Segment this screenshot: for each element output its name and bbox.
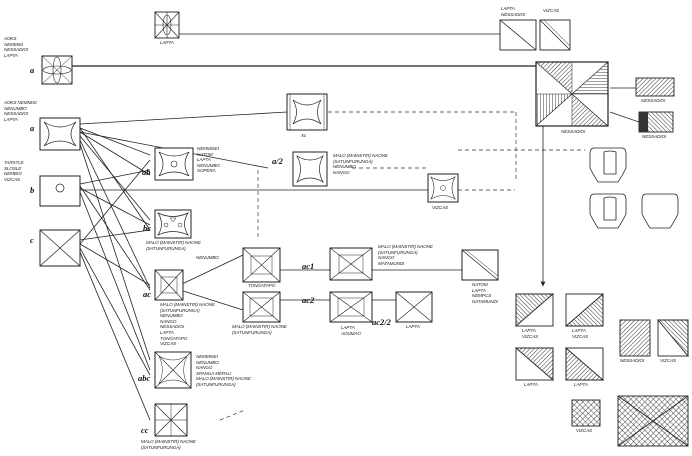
a2-mid-motif xyxy=(292,151,328,187)
top-center-label: LAPTA xyxy=(160,40,174,45)
ab-node-code: ab xyxy=(142,167,151,177)
top-right-motifs xyxy=(499,19,571,51)
ac2-2-motif xyxy=(395,291,433,323)
tl-group-code: a xyxy=(30,65,35,75)
top-left-motif xyxy=(41,55,73,85)
right-sq1-label: NESSADIOI xyxy=(641,98,666,103)
ac1-right-label: NATOM LAPTA NEMPCS NATAMUNDI xyxy=(472,282,498,304)
ac1-label: MALO (MAINSTIR) NAONE (SATUNFURUNGA) NAN… xyxy=(378,244,433,266)
ac2-code: ac2 xyxy=(302,295,315,305)
bc-extra-label: NENUMBO xyxy=(196,255,219,260)
ac1-code: ac1 xyxy=(302,261,315,271)
ac-node-code: ac xyxy=(143,289,152,299)
a-node-code: a xyxy=(30,123,35,133)
ac1-motif xyxy=(329,247,373,281)
ab-node-motif xyxy=(154,147,194,181)
xc-label: Xc xyxy=(301,133,307,138)
ac2-mid-label: LAPTA AOUMAO xyxy=(341,325,361,336)
ac2-label: MALO (MAINSTIR) NAONE (SATUNFURUNGA) xyxy=(232,324,287,335)
br-1-label: LAPTA VIZCAS xyxy=(522,328,538,339)
ab-node-label: NEMMISEI NATOM LAPTA NENUMBO SOPERA xyxy=(197,146,220,174)
bc-node-label: MALO (MAINSTIR) NAONE (SATUNFURUNGA) xyxy=(146,240,201,251)
b-node-motif xyxy=(39,175,81,207)
bottom-right-motifs xyxy=(514,293,689,447)
top-center-motif xyxy=(154,11,180,39)
br-2-label: LAPTA VIZCAS xyxy=(572,328,588,339)
ac1-right-motif xyxy=(461,249,499,281)
ac2-2-label: LAPTA xyxy=(406,324,420,329)
right-hatched-squares xyxy=(609,77,675,133)
ac-node-label: MALO (MAINSTIR) NAONE (SATUNFURUNGA) NEN… xyxy=(160,302,215,347)
a2-code: a/2 xyxy=(272,156,283,166)
a2-right-label: VIZCAS xyxy=(432,205,448,210)
cc-node-code: cc xyxy=(141,425,149,435)
br-5-label: NESSADIOI xyxy=(620,358,645,363)
ac2-center-motif xyxy=(242,291,281,323)
top-right-b-label: VIZCAS xyxy=(543,8,559,13)
ac-center-label: TONGATAPO xyxy=(248,283,276,288)
dashed-connectors xyxy=(219,111,585,421)
c-node-motif xyxy=(39,229,81,267)
garment-shapes xyxy=(589,147,679,229)
c-node-code: c xyxy=(30,235,34,245)
br-4-label: LAPTA xyxy=(574,382,588,387)
cc-node-motif xyxy=(154,403,188,437)
big-square-label: NESSADIOI xyxy=(561,129,586,134)
bc-node-motif xyxy=(154,209,192,239)
right-sq2-label: NESSADIOI xyxy=(642,134,667,139)
br-7-label: VIZCAS xyxy=(576,428,592,433)
bc-node-code: bc xyxy=(143,223,152,233)
ac-center-motif xyxy=(242,247,281,283)
abc-node-motif xyxy=(154,351,192,389)
abc-node-code: abc xyxy=(138,373,151,383)
ac2-2-code: ac2/2 xyxy=(372,317,391,327)
a-node-label: AOKS NEMMISI NENUMBO NESSADIOI LAPTA xyxy=(4,100,37,122)
xc-motif xyxy=(286,93,328,131)
big-square-motif xyxy=(535,61,609,127)
br-6-label: VIZCAS xyxy=(660,358,676,363)
top-right-a-label: LAPTA NESSADIOI xyxy=(501,6,526,17)
a2-right-motif xyxy=(427,173,459,203)
ac-node-motif xyxy=(154,269,184,301)
a-node-motif xyxy=(39,117,81,151)
abc-node-label: NEMMISEI NENUMBO NANGO SPANGA MEPALI MAL… xyxy=(196,354,251,387)
b-node-label: TARSTLE SLOSLE NEMBOI VIZCAS xyxy=(4,160,24,182)
connector-lines xyxy=(72,33,536,421)
a2-mid-label: MALO (MAINSTIR) NAONE (SATUNFURUNGA) NEN… xyxy=(333,153,388,175)
cc-node-label: MALO (MAINSTIR) NAONE (SATUNFURUNGA) xyxy=(141,439,196,450)
tl-group-label: AOKS NEMMISI NESSADIOI LAPTA xyxy=(4,36,29,58)
br-3-label: LAPTA xyxy=(524,382,538,387)
ac2-motif xyxy=(329,291,373,323)
b-node-code: b xyxy=(30,185,35,195)
